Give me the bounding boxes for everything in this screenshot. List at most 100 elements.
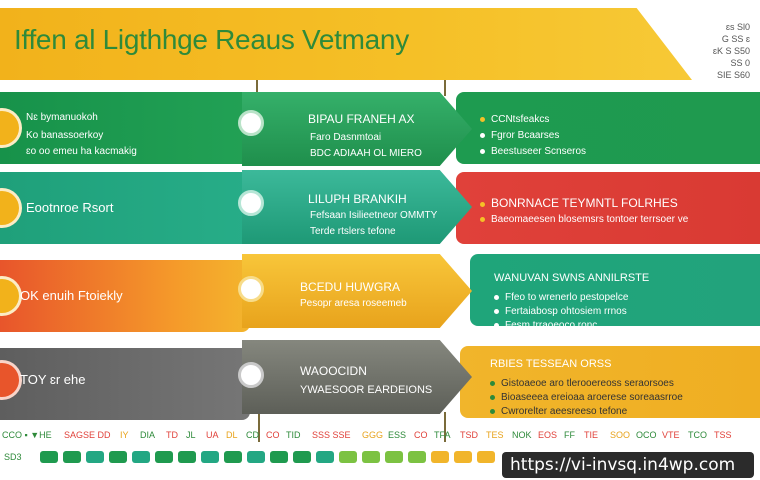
connector-pin — [256, 80, 258, 96]
row-4-right-line-2: Bioaseeea ereioaa aroerese soreaasrroe — [490, 392, 683, 403]
row-2-right-heading: BONRNACE TEYMNTL FOLRHES — [480, 196, 678, 210]
row-3-mid-node-icon — [238, 276, 264, 302]
legend-label: VTE — [662, 430, 680, 440]
legend-label: CO — [414, 430, 428, 440]
legend-label: SOO — [610, 430, 631, 440]
row-4-right-text-1: Gistoaeoe aro tlerooereoss seraorsoes — [501, 378, 674, 389]
legend-swatch — [385, 451, 403, 463]
row-4-right-text-3: Cwrorelter aeesreeso tefone — [501, 406, 628, 417]
row-2-mid-node-icon — [238, 190, 264, 216]
row-4-mid-chevron — [242, 340, 472, 414]
row-1-mid-line-1: Faro Dasnmtoai — [310, 132, 382, 143]
legend-label: CD — [246, 430, 259, 440]
row-2-right-heading-text: BONRNACE TEYMNTL FOLRHES — [491, 196, 678, 210]
legend-swatch — [408, 451, 426, 463]
legend-swatch — [132, 451, 150, 463]
row-2-right-line-1: Baeomaeesen blosemsrs tontoer terrsoer v… — [480, 214, 688, 225]
legend-label: TSD — [460, 430, 478, 440]
legend-label: TES — [486, 430, 504, 440]
row-1-right-text-1: CCNtsfeakcs — [491, 114, 550, 125]
row-1-mid-chevron — [242, 92, 472, 166]
legend-label: SSS SSE — [312, 430, 351, 440]
row-4-mid-node-icon — [238, 362, 264, 388]
row-4-mid-line-1: YWAESOOR EARDEIONS — [300, 384, 433, 396]
row-3-right-line-2: Fertaiabosp ohtosiem rrnos — [494, 306, 627, 317]
row-3-right-text-1: Ffeo to wrenerlo pestopelce — [505, 292, 629, 303]
legend-swatch — [247, 451, 265, 463]
row-3-mid-line-1: Pesopr aresa roseemeb — [300, 298, 407, 309]
row-2-right-band — [456, 172, 760, 244]
row-2-left-band — [0, 172, 250, 244]
legend-swatch — [109, 451, 127, 463]
legend-swatch — [86, 451, 104, 463]
page-title: Iffen al Ligthhge Reaus Vetmany — [14, 24, 409, 55]
connector-pin — [444, 412, 446, 442]
row-2-mid-chevron — [242, 170, 472, 244]
bullet-icon — [494, 309, 499, 314]
row-4-left-heading: TOY ɛr ehe — [20, 372, 86, 387]
row-3-mid-heading: BCEDU HUWGRA — [300, 280, 401, 294]
legend-label: DL — [226, 430, 238, 440]
row-3-right-band — [470, 254, 760, 326]
row-1-right-line-3: Beestuseer Scnseros — [480, 146, 586, 157]
legend-swatch-row — [0, 450, 500, 466]
row-4-right-line-3: Cwrorelter aeesreeso tefone — [490, 406, 627, 417]
legend-label: CO — [266, 430, 280, 440]
bullet-icon — [494, 295, 499, 300]
row-1-left-band — [0, 92, 250, 164]
row-4-left-band — [0, 348, 250, 420]
row-3-right-line-1: Ffeo to wrenerlo pestopelce — [494, 292, 628, 303]
legend-swatch — [270, 451, 288, 463]
connector-pin — [258, 412, 260, 442]
legend-label: CCO ▪ ▼HE — [2, 430, 52, 440]
connector-pin — [444, 80, 446, 96]
row-4-right-text-2: Bioaseeea ereioaa aroerese soreaasrroe — [501, 392, 683, 403]
row-4-right-band — [460, 346, 760, 418]
legend-label: TID — [286, 430, 301, 440]
bullet-icon — [480, 202, 485, 207]
row-2-left-heading: Eootnroe Rsort — [26, 200, 114, 215]
row-2-mid-line-1: Fefsaan Isilieetneor OMMTY — [310, 210, 438, 221]
legend-label: DIA — [140, 430, 156, 440]
legend-label: TD — [166, 430, 178, 440]
row-4-mid-heading: WAOOCIDN — [300, 364, 367, 378]
legend-label: IY — [120, 430, 129, 440]
bullet-icon — [494, 323, 499, 328]
legend-swatch — [40, 451, 58, 463]
bullet-icon — [480, 117, 485, 122]
row-2-mid-heading: LILUPH BRANKIH — [308, 192, 407, 206]
legend-swatch — [224, 451, 242, 463]
bullet-icon — [480, 149, 485, 154]
legend-label: FF — [564, 430, 575, 440]
legend-label: TCO — [688, 430, 707, 440]
row-4-right-line-1: Gistoaeoe aro tlerooereoss seraorsoes — [490, 378, 674, 389]
bullet-icon — [490, 395, 495, 400]
legend-label: OCO — [636, 430, 657, 440]
legend-swatch — [454, 451, 472, 463]
legend-swatch — [362, 451, 380, 463]
legend-label: TSS — [714, 430, 732, 440]
legend-swatch — [155, 451, 173, 463]
url-watermark-box — [502, 452, 754, 478]
legend-caption: SD3 — [4, 452, 22, 462]
row-3-right-heading: WANUVAN SWNS ANNILRSTE — [494, 272, 650, 284]
legend-swatch — [477, 451, 495, 463]
row-1-right-line-1: CCNtsfeakcs — [480, 114, 549, 125]
row-1-mid-heading: BIPAU FRANEH AX — [308, 112, 415, 126]
bullet-icon — [480, 133, 485, 138]
legend-label: TFA — [434, 430, 451, 440]
row-4-right-heading: RBIES TESSEAN ORSS — [490, 358, 612, 370]
legend-swatch — [63, 451, 81, 463]
legend-label: TIE — [584, 430, 599, 440]
row-1-right-text-2: Fgror Bcaarses — [491, 130, 560, 141]
legend-swatch — [201, 451, 219, 463]
legend-swatch — [431, 451, 449, 463]
row-1-right-band — [456, 92, 760, 164]
corner-note-2: G SS ɛ — [721, 34, 750, 44]
row-1-left-line-3: ɛo oo emeu ha kacmakig — [26, 146, 137, 157]
legend-label: GGG — [362, 430, 384, 440]
row-3-right-text-3: Fesm trraoeoco ronc — [505, 320, 598, 331]
corner-note-4: SS 0 — [730, 58, 750, 68]
row-1-right-text-3: Beestuseer Scnseros — [491, 146, 587, 157]
